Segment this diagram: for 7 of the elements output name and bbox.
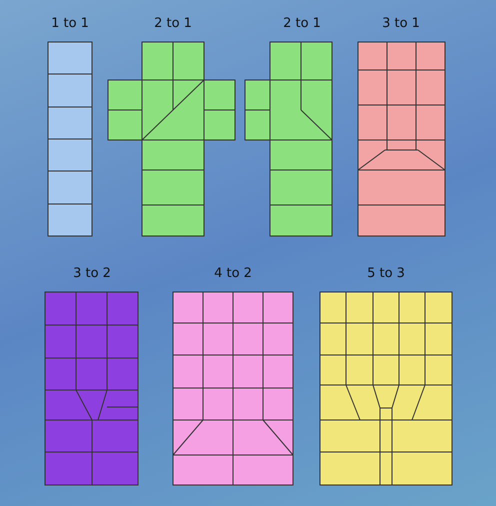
- ratio-caption: 4 to 2: [214, 266, 252, 281]
- ratio-caption: 3 to 2: [73, 266, 111, 281]
- ratio-caption: 1 to 1: [51, 16, 89, 31]
- ratio-caption: 2 to 1: [154, 16, 192, 31]
- ratio-caption: 2 to 1: [283, 16, 321, 31]
- ratio-caption: 3 to 1: [382, 16, 420, 31]
- ratio-caption: 5 to 3: [367, 266, 405, 281]
